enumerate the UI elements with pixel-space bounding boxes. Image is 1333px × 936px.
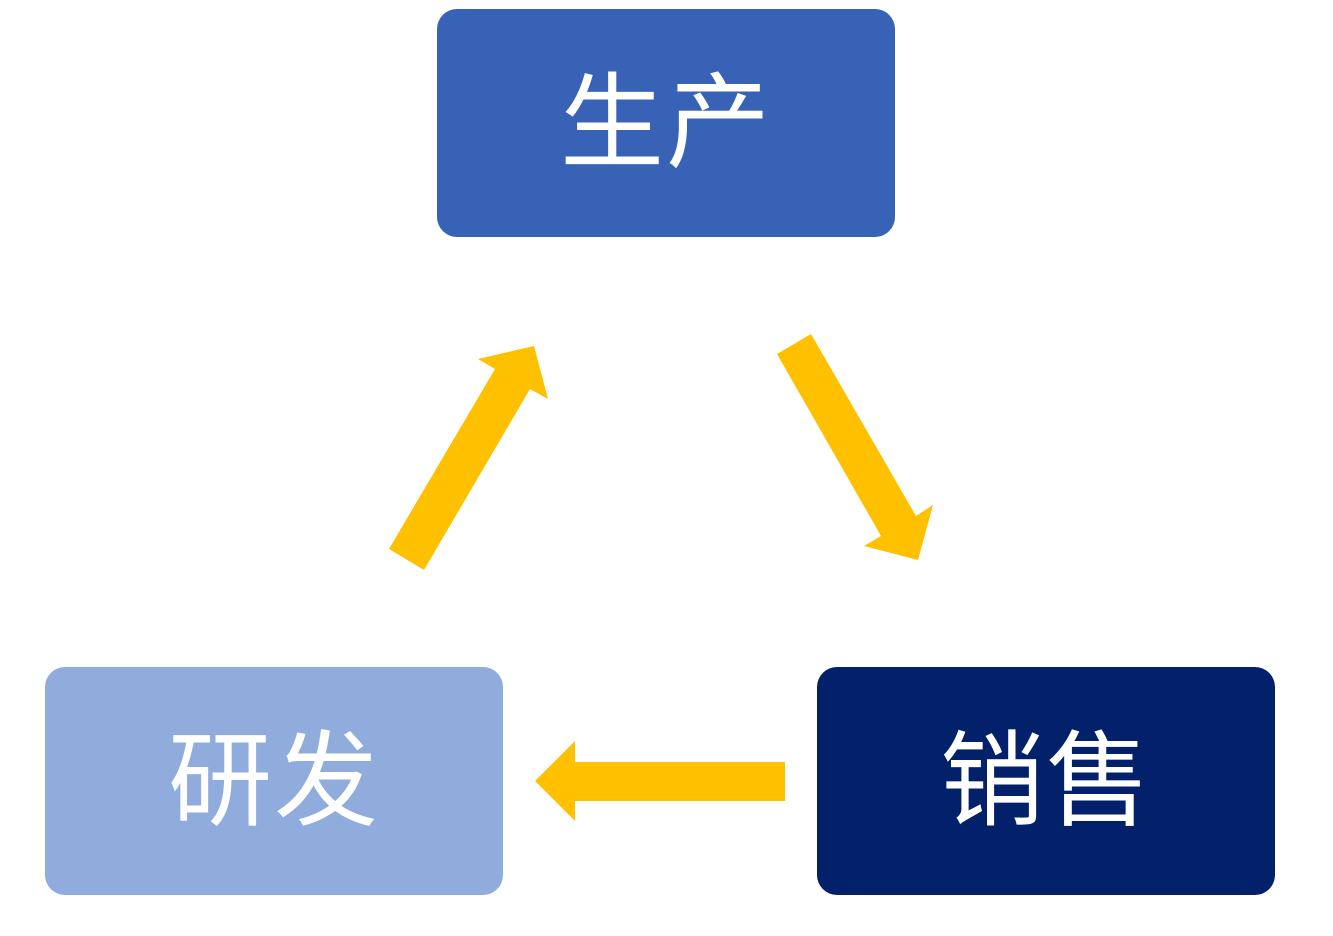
arrow-sales-to-rnd — [535, 741, 785, 821]
node-sales: 销售 — [817, 667, 1275, 895]
node-production: 生产 — [437, 9, 895, 237]
node-rnd-label: 研发 — [167, 720, 380, 842]
node-sales-label: 销售 — [939, 720, 1152, 842]
arrow-production-to-sales — [777, 334, 933, 560]
node-rnd: 研发 — [45, 667, 503, 895]
arrow-rnd-to-production — [389, 346, 548, 570]
node-production-label: 生产 — [559, 62, 772, 184]
